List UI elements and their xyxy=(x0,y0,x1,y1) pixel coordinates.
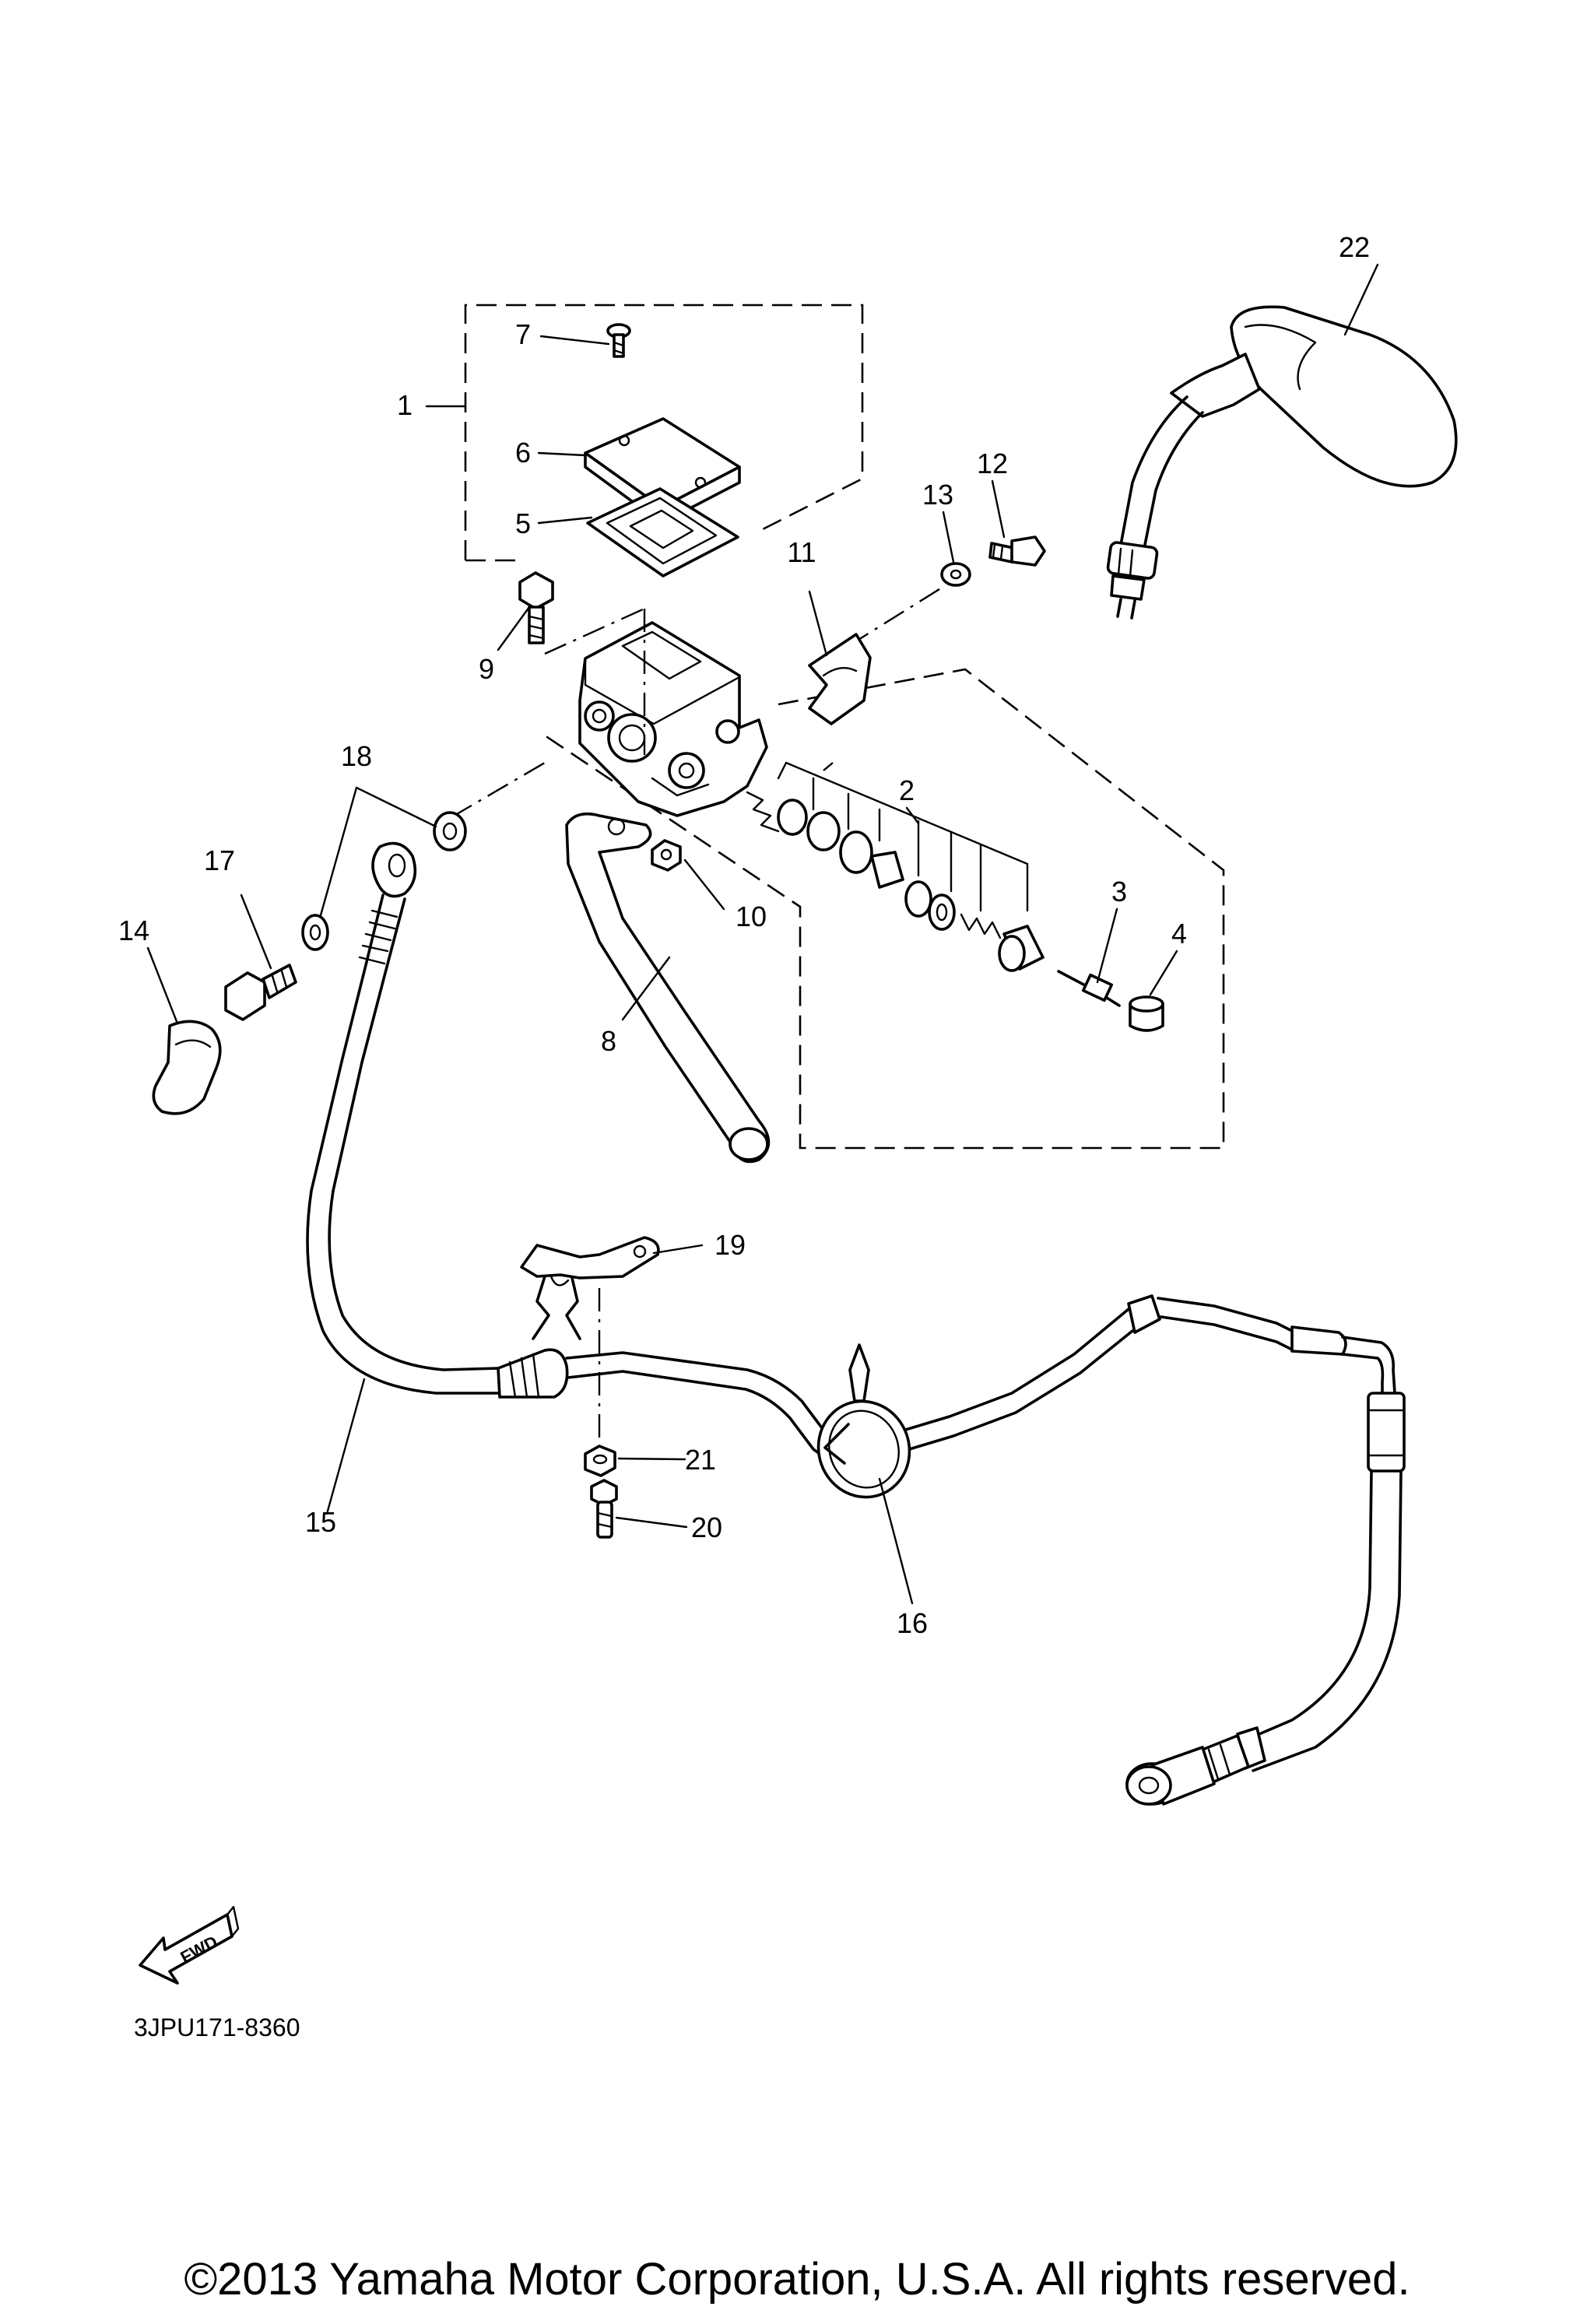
adjuster-rod xyxy=(1057,970,1121,1007)
callout-18: 18 xyxy=(341,740,372,772)
nut-21 xyxy=(584,1445,616,1477)
callout-21: 21 xyxy=(685,1444,716,1476)
callout-13: 13 xyxy=(922,479,953,511)
bolt-20 xyxy=(590,1479,618,1539)
assembly-leader-lines xyxy=(451,584,946,1440)
callout-1: 1 xyxy=(397,389,413,421)
washer-13 xyxy=(940,562,971,587)
callout-15: 15 xyxy=(305,1506,336,1538)
callout-19: 19 xyxy=(714,1229,746,1261)
copyright-notice: ©2013 Yamaha Motor Corporation, U.S.A. A… xyxy=(184,2254,1410,2305)
lever-nut xyxy=(651,839,682,872)
handlebar-holder xyxy=(808,633,872,725)
callout-9: 9 xyxy=(479,653,494,685)
callout-labels: 1 2 3 4 5 6 7 8 9 10 11 12 13 14 15 16 1… xyxy=(118,231,1370,1639)
callout-7: 7 xyxy=(515,318,531,350)
clutch-hose xyxy=(306,841,1406,1806)
dust-cap xyxy=(1129,995,1164,1032)
hose-guide-bracket xyxy=(520,1236,660,1340)
mounting-bolt xyxy=(518,571,554,644)
diagram-code: 3JPU171-8360 xyxy=(134,2013,300,2041)
callout-17: 17 xyxy=(204,844,235,876)
callout-20: 20 xyxy=(691,1511,722,1543)
callout-8: 8 xyxy=(601,1025,616,1057)
piston-kit-box xyxy=(544,668,1225,1150)
clutch-lever xyxy=(565,812,771,1164)
rear-view-mirror xyxy=(1106,305,1458,620)
rubber-boot xyxy=(152,1020,222,1115)
callout-2: 2 xyxy=(899,774,915,806)
diaphragm xyxy=(586,487,739,577)
reservoir-cap-screw xyxy=(606,323,631,358)
callout-6: 6 xyxy=(515,437,531,469)
master-cylinder-body xyxy=(578,621,768,817)
copper-washer-upper xyxy=(433,811,467,851)
callout-16: 16 xyxy=(897,1607,928,1639)
union-bolt xyxy=(224,964,297,1021)
callout-14: 14 xyxy=(118,915,149,946)
callout-10: 10 xyxy=(736,900,767,932)
callout-11: 11 xyxy=(787,536,816,568)
piston-kit xyxy=(746,761,1045,972)
callout-22: 22 xyxy=(1339,231,1370,263)
hose-clamp xyxy=(816,1343,911,1499)
copper-washer-lower xyxy=(301,914,329,951)
callout-12: 12 xyxy=(977,448,1008,479)
callout-5: 5 xyxy=(515,507,531,539)
forward-direction-arrow: FWD xyxy=(139,1905,240,1985)
callout-leaders xyxy=(146,263,1379,1605)
callout-4: 4 xyxy=(1171,918,1187,950)
callout-3: 3 xyxy=(1111,876,1127,907)
reservoir-assembly-box xyxy=(464,304,864,562)
bolt-12 xyxy=(988,535,1046,567)
